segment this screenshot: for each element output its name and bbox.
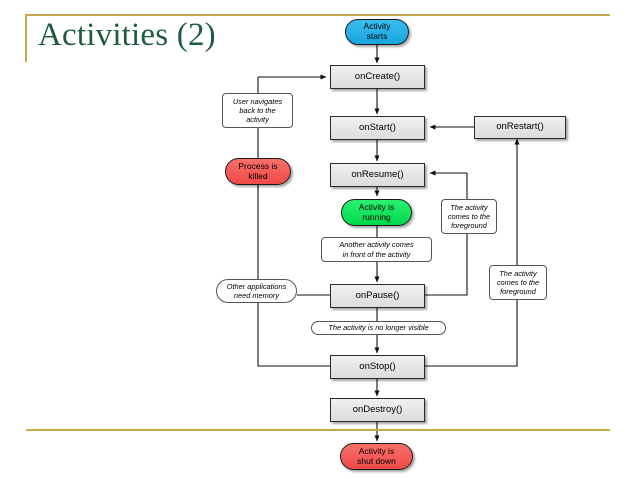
node-oncreate[interactable]: onCreate()	[330, 65, 425, 89]
node-activity-shutdown[interactable]: Activity is shut down	[340, 443, 413, 470]
title-accent-bar	[25, 14, 27, 62]
node-activity-running[interactable]: Activity is running	[341, 199, 412, 226]
node-activity-running-line2: running	[362, 211, 391, 222]
annotation-another-activity-line2: in front of the activity	[342, 249, 411, 259]
annotation-foreground-bottom-line1: The activity	[499, 268, 537, 278]
slide-top-rule	[26, 14, 610, 16]
node-onresume[interactable]: onResume()	[330, 163, 425, 187]
annotation-foreground-bottom-line2: comes to the	[496, 277, 540, 287]
annotation-another-activity-line1: Another activity comes	[339, 240, 414, 250]
node-onstop-label: onStop()	[359, 360, 396, 372]
annotation-foreground-bottom-line3: foreground	[500, 287, 536, 297]
annotation-other-apps-line2: need memory	[233, 291, 280, 300]
node-onpause-label: onPause()	[355, 289, 400, 301]
node-process-killed-line2: killed	[248, 170, 268, 181]
node-activity-shutdown-line2: shut down	[357, 455, 396, 466]
annotation-other-apps-line1: Other applications	[226, 281, 287, 291]
node-onresume-label: onResume()	[351, 168, 404, 180]
annotation-user-navigates-line1: User navigates	[232, 96, 283, 106]
node-process-killed-line1: Process is	[238, 160, 278, 171]
node-activity-starts-line1: Activity	[363, 21, 391, 32]
annotation-foreground-bottom: The activity comes to the foreground	[489, 265, 547, 300]
annotation-another-activity-in-front: Another activity comes in front of the a…	[321, 237, 432, 262]
annotation-no-longer-visible: The activity is no longer visible	[311, 321, 446, 335]
annotation-user-navigates-line3: activity	[246, 115, 269, 125]
node-onstart[interactable]: onStart()	[330, 116, 425, 140]
annotation-foreground-top-line3: foreground	[451, 221, 487, 231]
annotation-foreground-top-line2: comes to the	[447, 211, 491, 221]
node-oncreate-label: onCreate()	[354, 70, 401, 82]
node-activity-running-line1: Activity is	[358, 201, 395, 212]
slide-bottom-rule	[26, 429, 610, 431]
node-activity-starts-line2: starts	[366, 31, 388, 41]
node-onstop[interactable]: onStop()	[330, 355, 425, 379]
node-activity-starts[interactable]: Activity starts	[345, 19, 409, 45]
annotation-no-longer-visible-label: The activity is no longer visible	[328, 323, 429, 333]
page-title: Activities (2)	[38, 17, 216, 53]
annotation-other-apps-need-memory: Other applications need memory	[216, 279, 297, 303]
node-onstart-label: onStart()	[359, 121, 396, 133]
node-onrestart-label: onRestart()	[496, 121, 544, 133]
node-ondestroy[interactable]: onDestroy()	[330, 398, 425, 422]
node-onrestart[interactable]: onRestart()	[474, 116, 566, 139]
annotation-user-navigates-line2: back to the	[239, 105, 276, 115]
node-activity-shutdown-line1: Activity is	[358, 445, 395, 456]
annotation-foreground-top-line1: The activity	[450, 202, 488, 212]
annotation-user-navigates-back: User navigates back to the activity	[222, 93, 293, 128]
node-process-killed[interactable]: Process is killed	[225, 158, 291, 185]
node-onpause[interactable]: onPause()	[330, 284, 425, 308]
annotation-foreground-top: The activity comes to the foreground	[441, 199, 497, 234]
node-ondestroy-label: onDestroy()	[352, 403, 403, 415]
